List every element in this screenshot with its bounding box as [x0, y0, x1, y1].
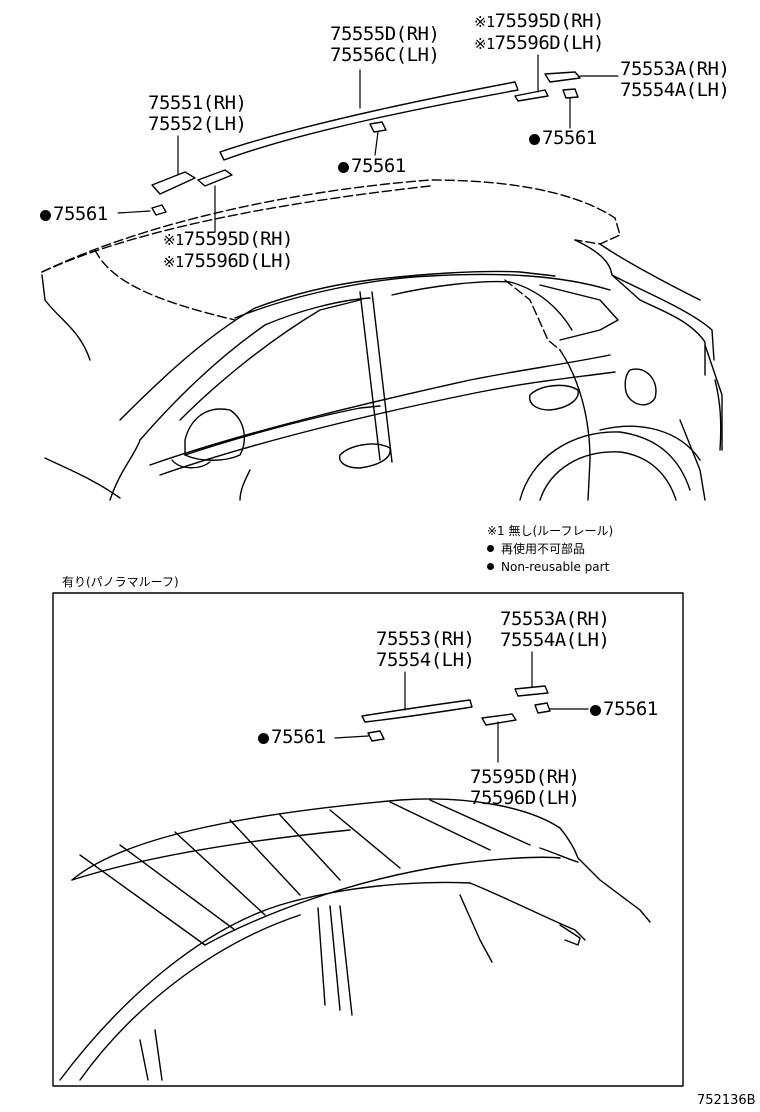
leader-lines-top — [117, 54, 619, 233]
non-reusable-icon — [590, 705, 601, 716]
inset-cover — [481, 713, 517, 726]
inset-cover-label: 75595D(RH) 75596D(LH) — [470, 766, 580, 809]
inset-clip-label-right: 75561 — [590, 699, 658, 720]
inset-moulding-part — [361, 699, 473, 723]
cover-top-label: ※175595D(RH) ※175596D(LH) — [474, 10, 605, 54]
rear-piece-label: 75553A(RH) 75554A(LH) — [620, 58, 730, 101]
front-piece — [151, 171, 196, 195]
car-body-top — [41, 179, 723, 501]
non-reusable-icon — [338, 162, 349, 173]
non-reusable-icon — [529, 134, 540, 145]
roof-moulding-rh-lh — [219, 81, 519, 161]
front-piece-label: 75551(RH) 75552(LH) — [148, 92, 247, 135]
legend-non-reusable-en: Non-reusable part — [487, 558, 613, 576]
inset-clip-parts — [367, 702, 551, 742]
clip-label-top-middle: 75561 — [338, 156, 406, 177]
legend: ※1 無し(ルーフレール) 再使用不可部品 Non-reusable part — [487, 522, 613, 576]
inset-moulding-label: 75553(RH) 75554(LH) — [376, 628, 475, 671]
rear-piece-top — [544, 71, 581, 83]
clip-label-top-right: 75561 — [529, 128, 597, 149]
cover-top-part — [514, 89, 549, 102]
clip-parts-top — [151, 88, 579, 216]
cover-left-part — [197, 169, 233, 187]
non-reusable-icon — [487, 545, 494, 552]
leader-lines-inset — [334, 651, 589, 763]
roof-moulding-label: 75555D(RH) 75556C(LH) — [330, 23, 440, 66]
clip-label-left: 75561 — [40, 204, 108, 225]
legend-non-reusable-jp: 再使用不可部品 — [487, 540, 613, 558]
legend-note-1: ※1 無し(ルーフレール) — [487, 524, 614, 538]
figure-id: 752136B — [697, 1093, 756, 1108]
inset-car-body — [59, 798, 651, 1081]
cover-left-label: ※175595D(RH) ※175596D(LH) — [163, 228, 294, 272]
non-reusable-icon — [40, 210, 51, 221]
inset-rear-piece — [514, 685, 549, 697]
inset-frame — [52, 592, 684, 1087]
non-reusable-icon — [487, 563, 494, 570]
inset-rear-piece-label: 75553A(RH) 75554A(LH) — [500, 608, 610, 651]
inset-title: 有り(パノラマルーフ) — [62, 575, 179, 589]
inset-clip-label-left: 75561 — [258, 727, 326, 748]
non-reusable-icon — [258, 733, 269, 744]
